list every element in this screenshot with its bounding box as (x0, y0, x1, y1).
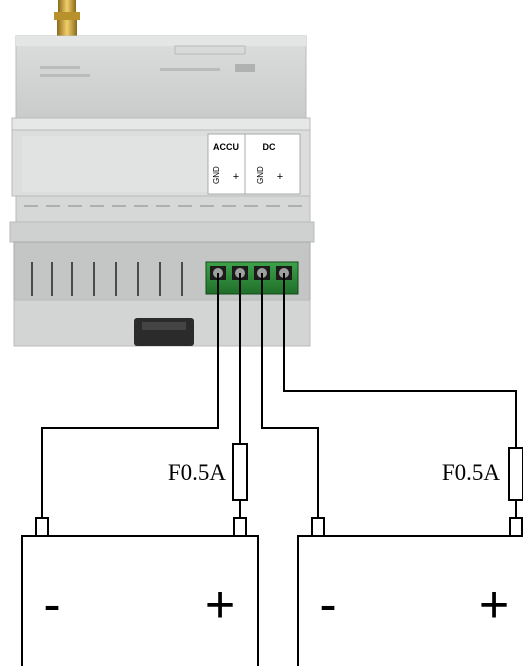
accu-label: ACCU (213, 142, 239, 152)
wire-dc-gnd (261, 273, 319, 518)
terminal-slots (31, 262, 183, 296)
gsm-module-device: ACCU DC GND + GND + (9, 0, 315, 347)
wire-dc-plus (283, 273, 517, 448)
dc-plus-label: + (277, 171, 283, 183)
dc-gnd-label: GND (256, 166, 265, 184)
battery-1-plus-label: + (205, 576, 235, 634)
fuse-1-label: F0.5A (168, 460, 227, 485)
wire-accu-gnd (41, 273, 219, 518)
dc-label: DC (263, 142, 276, 152)
battery-2: - + (297, 517, 523, 666)
battery-1: - + (21, 517, 259, 666)
fuse-2-label: F0.5A (442, 460, 501, 485)
battery-1-minus-label: - (43, 576, 60, 634)
wiring (41, 273, 517, 518)
device-printed-marks (40, 45, 255, 77)
green-terminal-connectors (205, 261, 299, 295)
battery-2-minus-label: - (319, 576, 336, 634)
battery-2-plus-label: + (479, 576, 509, 634)
fuse-1: F0.5A (168, 443, 248, 501)
accu-gnd-label: GND (212, 166, 221, 184)
accu-plus-label: + (233, 171, 239, 183)
fuse-2: F0.5A (442, 447, 523, 501)
